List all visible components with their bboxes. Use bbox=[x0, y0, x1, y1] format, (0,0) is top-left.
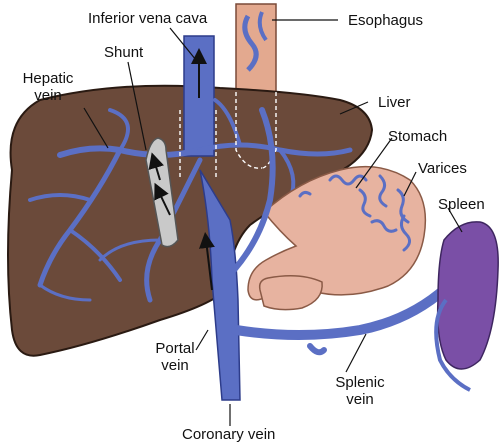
portal-vein-vessel bbox=[199, 169, 241, 401]
label-portal-vein: Portal vein bbox=[140, 340, 210, 374]
hidden-vessel-outline bbox=[179, 92, 277, 180]
label-hepatic-vein: Hepatic vein bbox=[16, 70, 80, 104]
label-splenic-vein-line1: Splenic bbox=[335, 374, 385, 391]
label-splenic-vein-line2: vein bbox=[346, 391, 374, 408]
label-leader-lines bbox=[83, 19, 463, 426]
hepatic-vein-branches bbox=[28, 98, 353, 303]
esophagus-organ bbox=[235, 3, 277, 97]
label-hepatic-vein-line1: Hepatic bbox=[22, 70, 74, 87]
label-splenic-vein: Splenic vein bbox=[322, 374, 398, 408]
shunt-stent bbox=[145, 137, 179, 248]
splenic-vein-vessel bbox=[231, 283, 451, 356]
label-liver: Liver bbox=[378, 94, 411, 111]
spleen-organ bbox=[434, 221, 499, 392]
label-stomach: Stomach bbox=[388, 128, 448, 145]
label-inferior-vena-cava: Inferior vena cava bbox=[88, 10, 208, 27]
label-spleen: Spleen bbox=[438, 196, 485, 213]
label-esophagus: Esophagus bbox=[348, 12, 424, 29]
label-coronary-vein: Coronary vein bbox=[182, 426, 276, 443]
duodenum-organ bbox=[258, 275, 323, 311]
coronary-vein-vessel bbox=[231, 107, 276, 273]
label-hepatic-vein-line2: vein bbox=[34, 87, 62, 104]
varices-cluster bbox=[298, 174, 411, 252]
label-portal-vein-line2: vein bbox=[161, 357, 189, 374]
inferior-vena-cava-vessel bbox=[183, 35, 215, 157]
label-varices: Varices bbox=[418, 160, 467, 177]
label-shunt: Shunt bbox=[104, 44, 144, 61]
label-portal-vein-line1: Portal bbox=[155, 340, 195, 357]
